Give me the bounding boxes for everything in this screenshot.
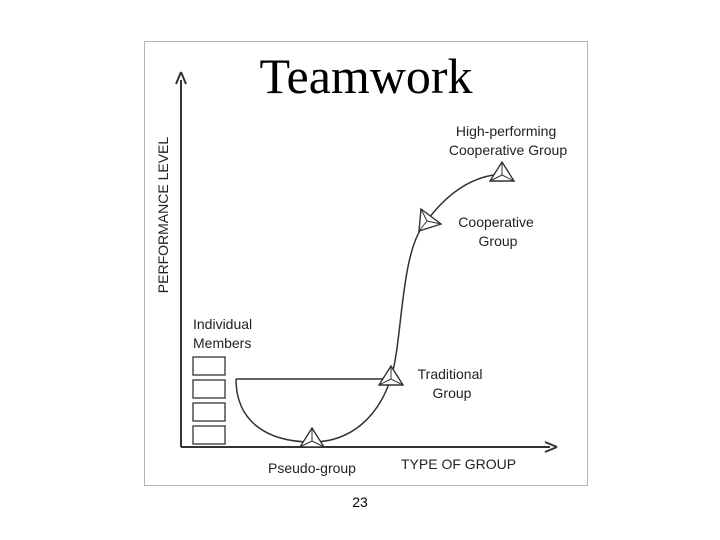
page-number: 23 xyxy=(352,494,368,510)
cooperative-group-marker xyxy=(418,207,443,232)
x-axis-arrowhead xyxy=(544,441,558,453)
pseudo-group-label: Pseudo-group xyxy=(268,460,356,476)
individual-member-box xyxy=(192,356,226,376)
x-axis-label: TYPE OF GROUP xyxy=(401,456,516,472)
high-performing-group-marker xyxy=(488,160,516,182)
y-axis-arrowhead xyxy=(175,71,187,85)
slide-title: Teamwork xyxy=(259,48,473,104)
cooperative-group-label: Cooperative Group xyxy=(458,214,537,249)
high-performing-group-label: High-performing Cooperative Group xyxy=(449,123,568,158)
traditional-group-label: Traditional Group xyxy=(418,366,487,401)
individual-member-box xyxy=(192,379,226,399)
pseudo-group-marker xyxy=(298,426,326,448)
individual-member-box xyxy=(192,425,226,445)
y-axis-label: PERFORMANCE LEVEL xyxy=(155,137,171,294)
traditional-group-marker xyxy=(377,364,405,386)
individual-members-label: Individual Members xyxy=(193,316,256,351)
individual-member-box xyxy=(192,402,226,422)
